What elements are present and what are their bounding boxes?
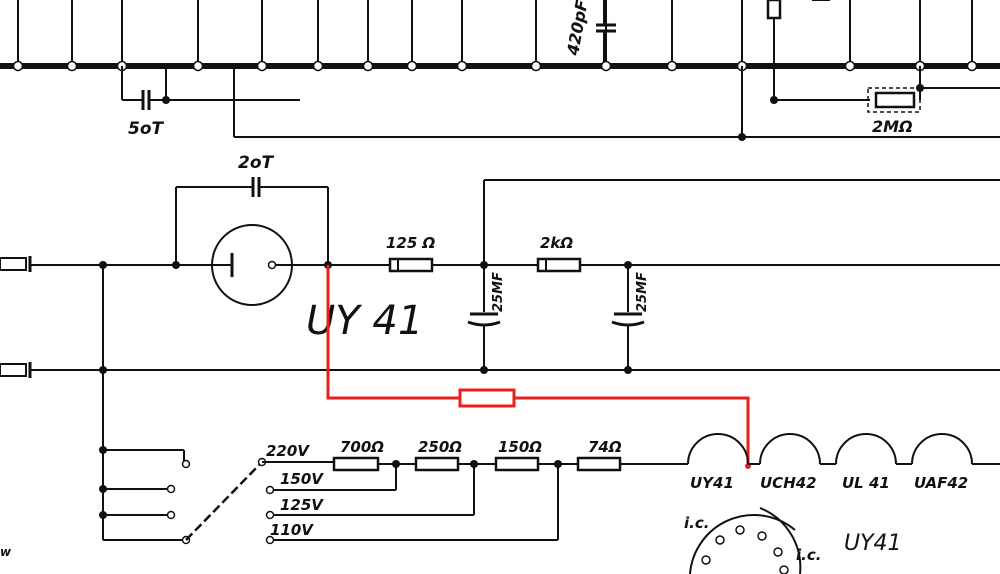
label-20t: 2oT — [238, 153, 275, 173]
label-74: 74Ω — [588, 438, 622, 456]
bus-nodes — [12, 60, 978, 72]
highlighted-resistor — [458, 388, 516, 408]
capacitor-420pf — [596, 0, 616, 65]
label-ic-left: i.c. — [684, 514, 709, 532]
capacitor-25mf-a — [467, 179, 1000, 370]
pinout-section: i.c. i.c. UY41 — [684, 507, 902, 574]
label-ic-right: i.c. — [796, 546, 821, 564]
heater-filaments — [687, 433, 1000, 465]
tube-label-0: UY41 — [690, 474, 734, 492]
resistor-2m — [867, 87, 921, 113]
resistor-2k — [536, 257, 582, 273]
rectifier-section: 2oT UY 41 125 Ω 2kΩ 25MF — [0, 153, 1000, 515]
capacitor-20t — [175, 177, 329, 265]
tube-label-1: UCH42 — [760, 474, 817, 492]
label-25mf-b: 25MF — [635, 272, 650, 312]
label-250: 250Ω — [418, 438, 462, 456]
label-50t: 5oT — [128, 119, 165, 139]
capacitor-50t — [121, 66, 300, 110]
bus-taps — [17, 0, 973, 65]
label-2m: 2MΩ — [872, 117, 913, 136]
label-125: 125 Ω — [386, 234, 436, 252]
label-220v: 220V — [266, 442, 310, 460]
tube-label-uy41: UY 41 — [306, 298, 423, 344]
pin-circles — [701, 525, 789, 574]
resistor-125 — [388, 257, 434, 273]
resistor-250 — [414, 456, 460, 472]
label-110v: 110V — [270, 521, 314, 539]
label-150v: 150V — [280, 470, 324, 488]
rectifier-tube-uy41 — [211, 224, 293, 306]
top-bus-section: 420pF — [0, 0, 1000, 141]
resistor-top — [766, 0, 782, 20]
tube-label-3: UAF42 — [914, 474, 968, 492]
pinout-title: UY41 — [844, 531, 902, 556]
edge-fragment: w — [0, 545, 12, 559]
highlighted-resistor-path — [326, 265, 751, 469]
label-700: 700Ω — [340, 438, 384, 456]
capacitor-25mf-b — [611, 265, 645, 370]
label-25mf-a: 25MF — [491, 272, 506, 312]
label-125v: 125V — [280, 496, 324, 514]
input-connector-top — [0, 256, 32, 272]
label-2k: 2kΩ — [540, 234, 573, 252]
label-420pf: 420pF — [563, 0, 592, 58]
heater-section: 220V 150V 125V 110V 700Ω 250Ω 150Ω 74Ω — [99, 433, 1000, 545]
label-150: 150Ω — [498, 438, 542, 456]
input-connector-bottom — [0, 362, 32, 378]
tube-label-2: UL 41 — [842, 474, 890, 492]
resistor-74 — [576, 456, 622, 472]
resistor-700 — [332, 456, 380, 472]
resistor-150 — [494, 456, 540, 472]
